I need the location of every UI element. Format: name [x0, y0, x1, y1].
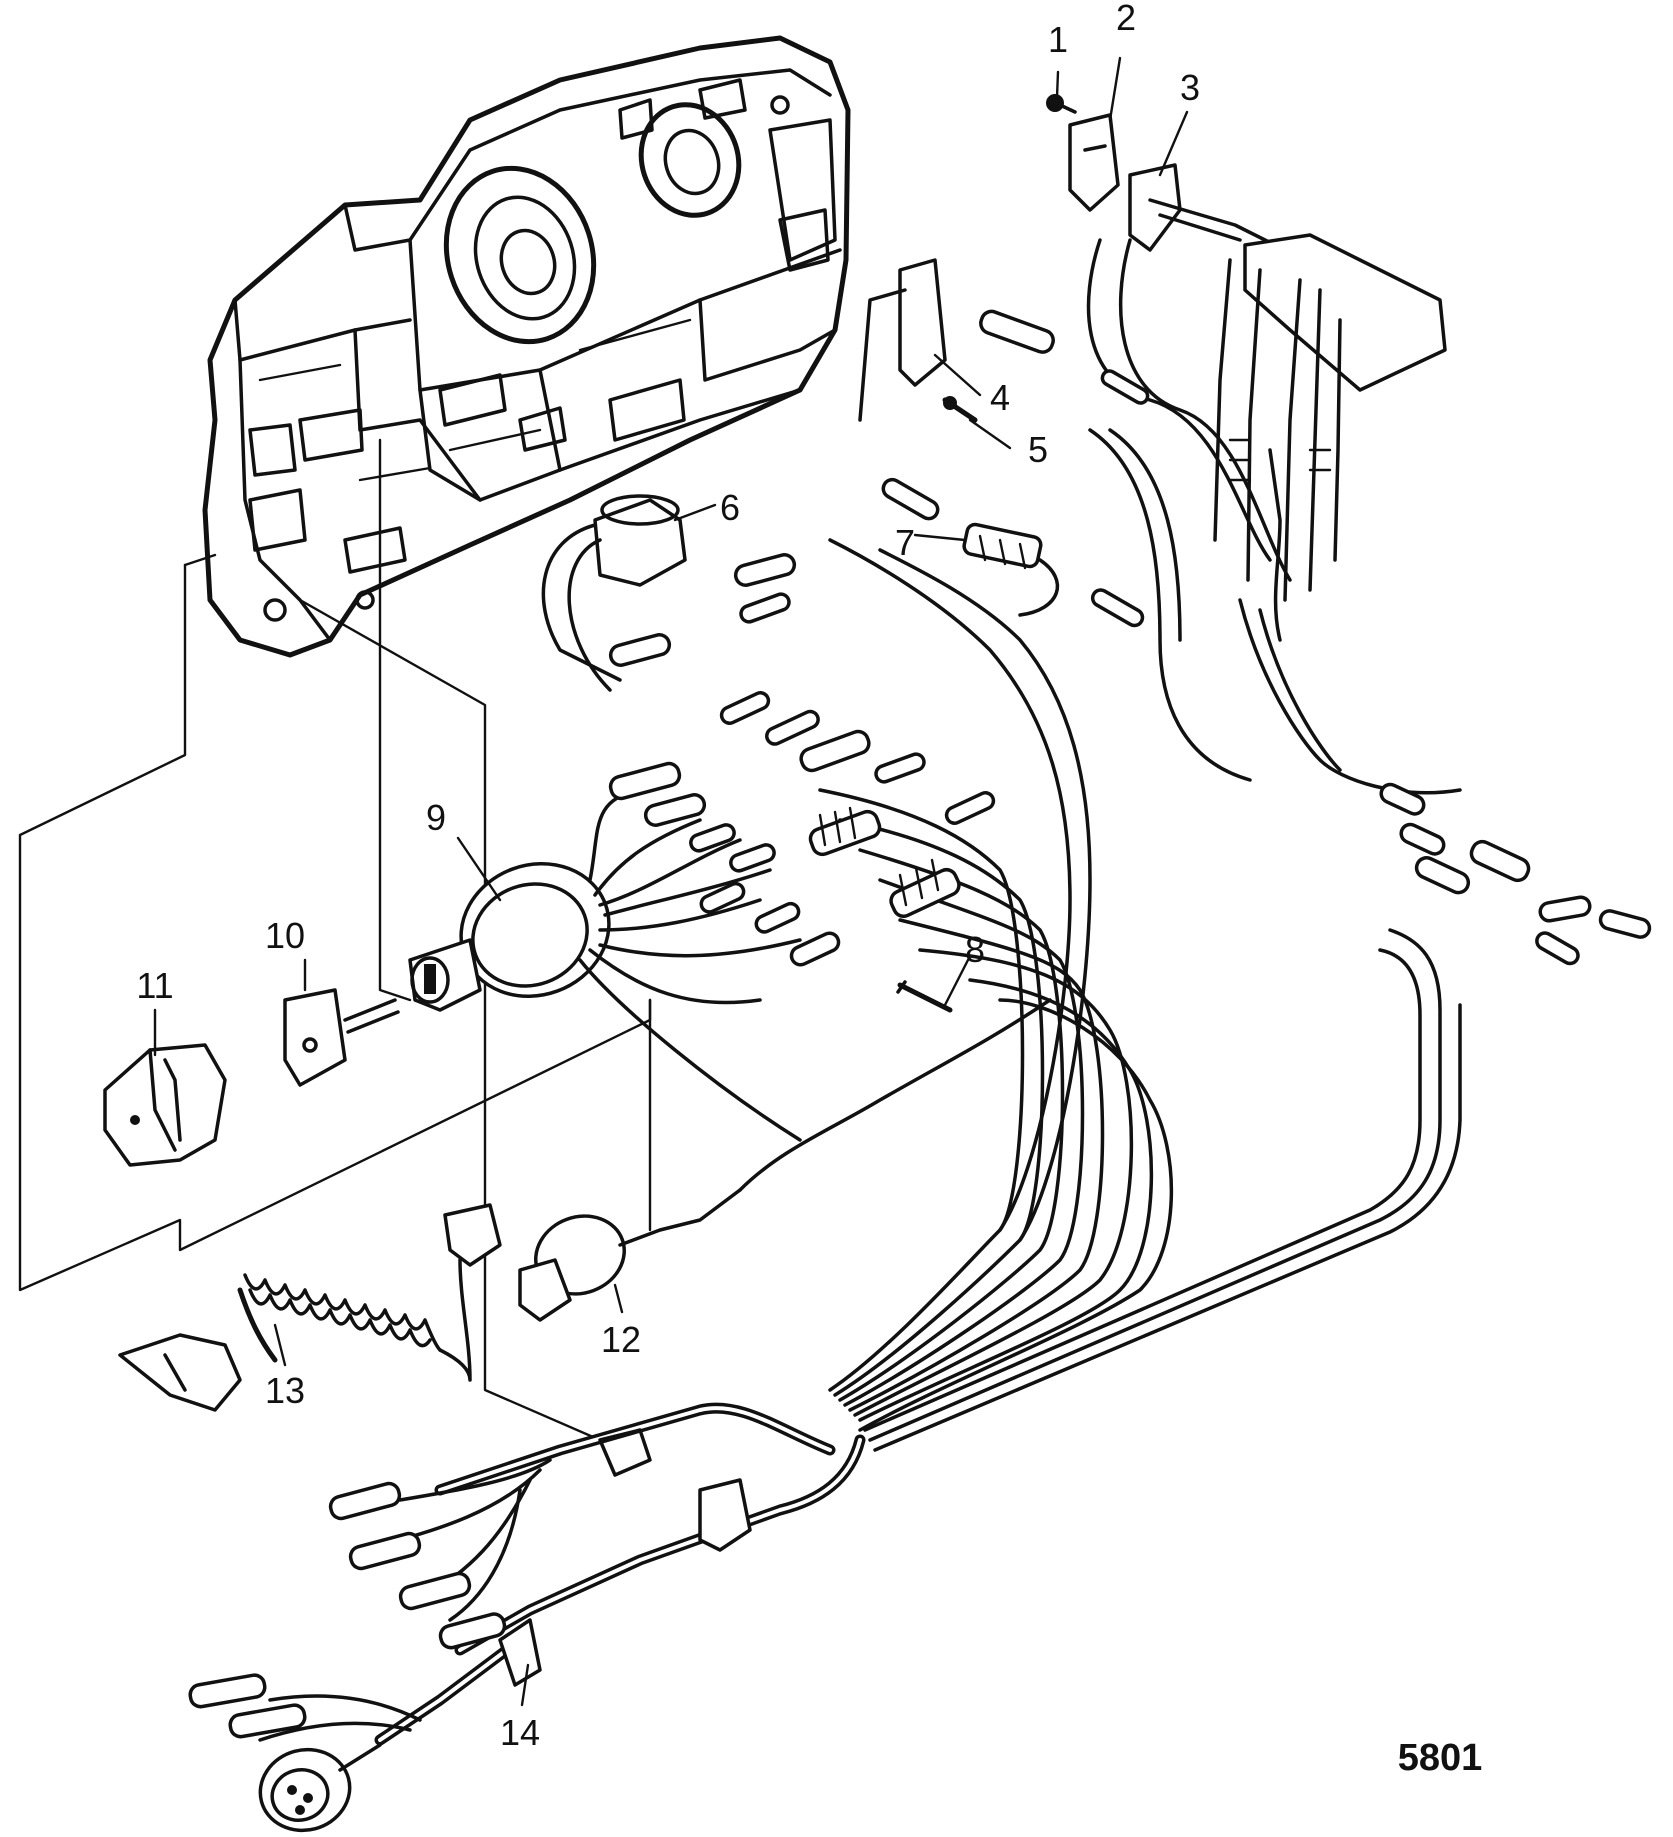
trim-handle-module: [1213, 233, 1447, 602]
callout-leaders: [153, 56, 1189, 1707]
lanyard-coil: [243, 1273, 442, 1352]
part-2-bracket: [1068, 113, 1120, 212]
part-3-switch: [1128, 163, 1277, 252]
remote-control-housing: [202, 35, 851, 658]
part-5-screw: [942, 396, 978, 423]
callout-11: 11: [136, 965, 173, 1006]
callout-10: 10: [265, 915, 305, 956]
callout-9: 9: [426, 797, 446, 838]
callout-2: 2: [1116, 0, 1136, 38]
callout-3: 3: [1180, 67, 1200, 108]
callout-12: 12: [601, 1319, 641, 1360]
part-1-screw: [1046, 94, 1077, 114]
part-8-screw: [896, 980, 953, 1013]
part-7-connector: [962, 522, 1060, 617]
callout-5: 5: [1028, 429, 1048, 470]
bullet-connectors: [608, 309, 1652, 967]
part-12-stop-switch: [518, 998, 1052, 1322]
callout-7: 7: [895, 522, 915, 563]
part-10-key: [283, 988, 400, 1087]
part-13-lanyard: [118, 1203, 502, 1412]
part-6-warning-horn: [541, 494, 687, 692]
callout-1: 1: [1048, 19, 1068, 60]
callout-6: 6: [720, 487, 740, 528]
callout-labels: 1 2 3 4 5 6 7 8 9 10 11 12 13 14: [136, 0, 1200, 1753]
part-11-cover: [103, 1043, 227, 1167]
part-9-ignition-switch: [408, 788, 802, 1142]
assembly-leader-lines: [18, 438, 652, 1442]
callout-14: 14: [500, 1712, 540, 1753]
callout-13: 13: [265, 1370, 305, 1411]
figure-number: 5801: [1398, 1737, 1483, 1779]
callout-8: 8: [965, 929, 985, 970]
engine-harness-cable: [188, 1402, 866, 1833]
part-4-buzzer-clip: [858, 258, 947, 422]
callout-4: 4: [990, 377, 1010, 418]
wire-bundle: [818, 238, 1462, 1452]
